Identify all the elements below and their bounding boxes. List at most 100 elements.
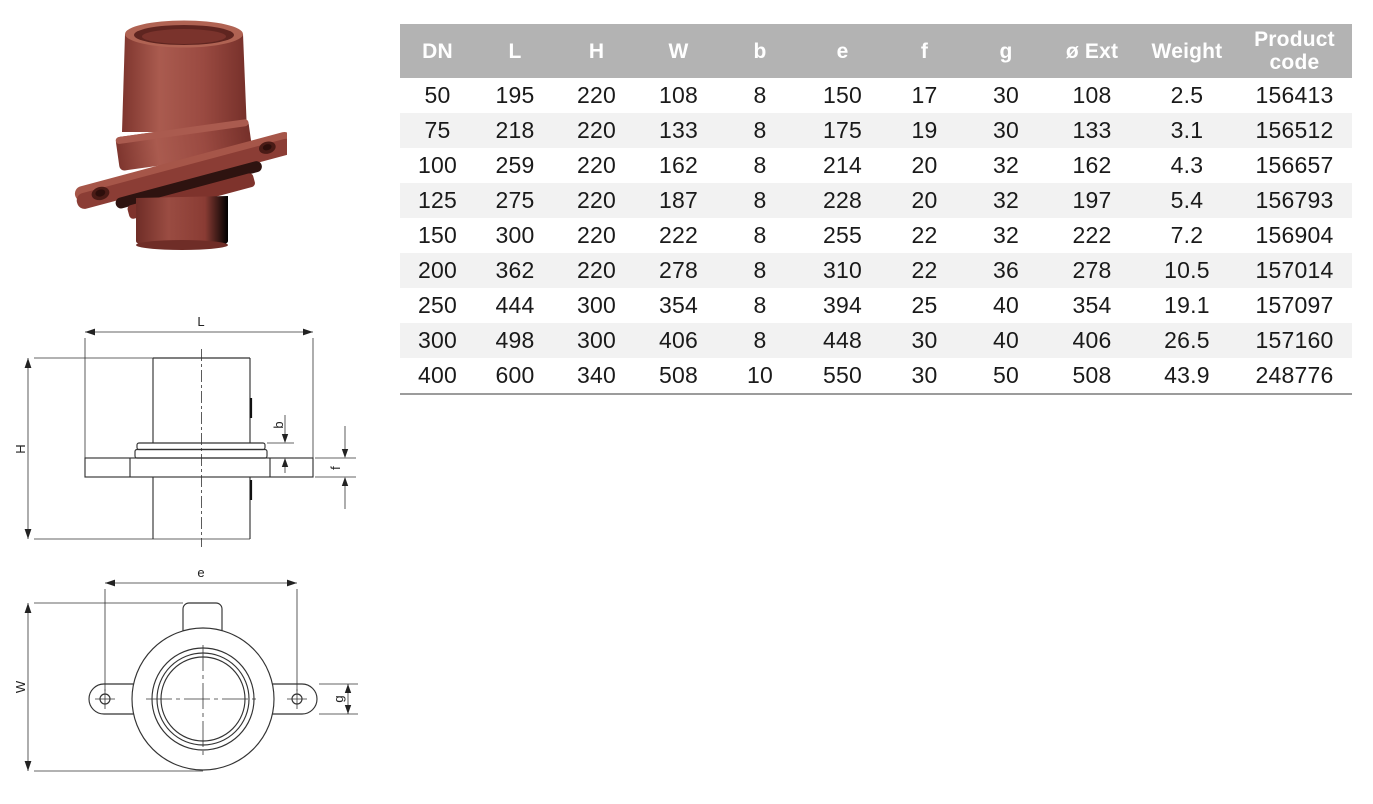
product-photo-pipe-fitting [74, 20, 287, 250]
table-cell: 220 [577, 82, 616, 108]
table-cell: 8 [753, 82, 767, 108]
table-cell: 300 [577, 292, 616, 318]
table-cell: 22 [884, 253, 966, 288]
table-cell: 3.1 [1136, 113, 1237, 148]
technical-drawing-side-view: L H b f [13, 314, 356, 547]
table-cell: 26.5 [1136, 323, 1237, 358]
table-cell: 214 [823, 152, 862, 178]
table-cell: 175 [801, 113, 885, 148]
table-cell: 43.9 [1136, 358, 1237, 395]
table-cell: 108 [659, 82, 699, 108]
table-cell: 40 [993, 292, 1019, 318]
table-cell: 250 [418, 292, 457, 318]
table-cell: 30 [965, 113, 1047, 148]
table-cell: 22 [911, 222, 938, 248]
table-cell: 156793 [1236, 183, 1352, 218]
dim-label-H: H [13, 444, 28, 453]
table-cell: 255 [823, 222, 862, 248]
table-cell: 354 [659, 292, 699, 318]
table-cell: 228 [801, 183, 885, 218]
table-cell: 20 [884, 183, 966, 218]
table-cell: 278 [1047, 253, 1137, 288]
table-cell: 340 [555, 358, 639, 395]
table-cell: 600 [475, 358, 555, 395]
table-cell: 40 [965, 323, 1047, 358]
table-cell: 10 [719, 358, 801, 395]
table-cell: 220 [555, 113, 639, 148]
table-cell: 220 [555, 253, 639, 288]
table-cell: 157014 [1236, 253, 1352, 288]
table-cell: 156512 [1236, 113, 1352, 148]
table-cell: 156904 [1255, 222, 1334, 248]
dim-label-W: W [13, 680, 28, 693]
table-cell: 220 [555, 183, 639, 218]
column-header: Product code [1236, 24, 1352, 78]
table-cell: 7.2 [1170, 222, 1204, 248]
dim-label-b: b [271, 421, 286, 428]
table-cell: 32 [993, 222, 1019, 248]
column-header: Weight [1136, 24, 1237, 78]
column-header: ø Ext [1047, 24, 1137, 78]
table-cell: 222 [659, 222, 699, 248]
fitting-illustration [74, 20, 287, 250]
technical-drawing-bottom-view: e W g [13, 565, 358, 772]
table-cell: 406 [1047, 323, 1137, 358]
table-cell: 8 [719, 183, 801, 218]
table-cell: 8 [719, 253, 801, 288]
table-cell: 444 [495, 292, 535, 318]
table-cell: 5.4 [1136, 183, 1237, 218]
table-cell: 278 [638, 253, 720, 288]
table-cell: 156657 [1255, 152, 1334, 178]
table-cell: 75 [400, 113, 476, 148]
table-cell: 310 [801, 253, 885, 288]
table-cell: 508 [1047, 358, 1137, 395]
column-header: H [555, 24, 639, 78]
column-header: L [475, 24, 555, 78]
table-cell: 19 [884, 113, 966, 148]
table-cell: 8 [719, 113, 801, 148]
table-cell: 218 [475, 113, 555, 148]
table-cell: 550 [801, 358, 885, 395]
dim-label-g: g [331, 695, 346, 702]
table-cell: 30 [993, 82, 1019, 108]
table-cell: 8 [753, 292, 767, 318]
table-cell: 10.5 [1136, 253, 1237, 288]
table-cell: 508 [638, 358, 720, 395]
table-cell: 259 [495, 152, 535, 178]
table-cell: 448 [801, 323, 885, 358]
table-cell: 50 [424, 82, 451, 108]
table-cell: 4.3 [1170, 152, 1204, 178]
table-cell: 32 [993, 152, 1019, 178]
table-cell: 32 [965, 183, 1047, 218]
table-cell: 19.1 [1164, 292, 1210, 318]
column-header: g [965, 24, 1047, 78]
table-cell: 20 [911, 152, 938, 178]
table-cell: 157160 [1236, 323, 1352, 358]
table-cell: 156413 [1255, 82, 1334, 108]
table-cell: 157097 [1255, 292, 1334, 318]
table-cell: 2.5 [1170, 82, 1204, 108]
table-cell: 248776 [1236, 358, 1352, 395]
table-cell: 100 [418, 152, 457, 178]
table-cell: 200 [400, 253, 476, 288]
dim-label-e: e [197, 565, 204, 580]
table-cell: 197 [1047, 183, 1137, 218]
table-cell: 406 [638, 323, 720, 358]
table-cell: 25 [911, 292, 938, 318]
table-cell: 36 [965, 253, 1047, 288]
table-cell: 354 [1072, 292, 1112, 318]
column-header: DN [400, 24, 476, 78]
table-cell: 220 [577, 222, 616, 248]
table-cell: 8 [753, 222, 767, 248]
